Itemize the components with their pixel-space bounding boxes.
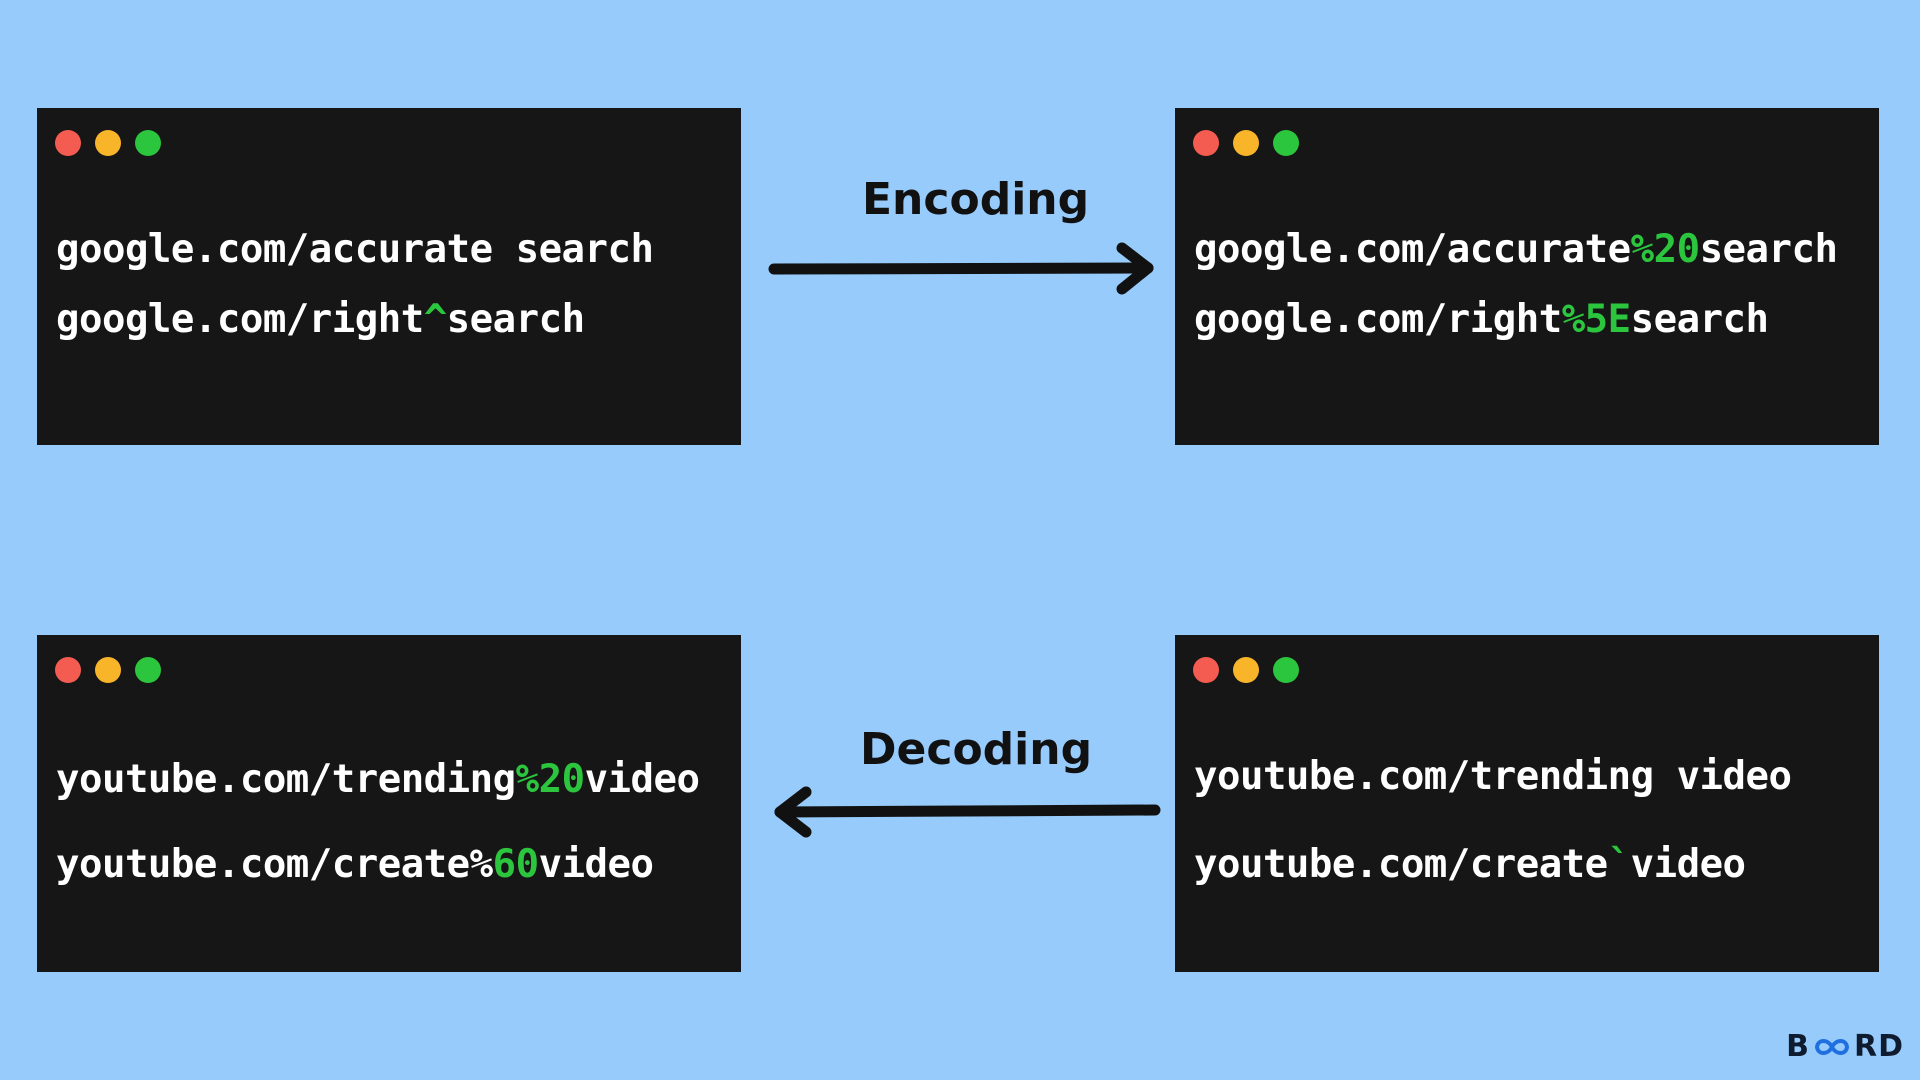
url-line-1: google.com/accurate%20search [1194, 227, 1838, 272]
decoding-label: Decoding [860, 724, 1093, 775]
encoding-arrow-icon [768, 242, 1154, 295]
minimize-dot-icon [1233, 130, 1259, 156]
url-text-segment: youtube.com/create% [56, 842, 493, 887]
window-controls [55, 130, 161, 156]
decoding-arrow-icon [774, 786, 1161, 838]
url-text-segment: video [584, 757, 700, 802]
infinity-loop-icon [1814, 1038, 1850, 1055]
url-text-segment: google.com/right [56, 297, 424, 342]
encoding-label: Encoding [862, 174, 1090, 225]
url-text-segment: youtube.com/trending [56, 757, 516, 802]
logo-text-left: B [1786, 1029, 1810, 1064]
close-dot-icon [55, 657, 81, 683]
url-text-segment: google.com/accurate [1194, 227, 1631, 272]
url-line-1: youtube.com/trending video [1194, 754, 1792, 799]
url-text-segment: search [1630, 297, 1769, 342]
maximize-dot-icon [135, 657, 161, 683]
url-line-2: google.com/right%5Esearch [1194, 300, 1769, 339]
url-line-2: google.com/right^search [56, 300, 585, 339]
maximize-dot-icon [1273, 657, 1299, 683]
maximize-dot-icon [135, 130, 161, 156]
minimize-dot-icon [95, 657, 121, 683]
close-dot-icon [1193, 130, 1219, 156]
close-dot-icon [55, 130, 81, 156]
terminal-encoded-youtube: youtube.com/trending%20video youtube.com… [37, 635, 741, 972]
url-line-1: google.com/accurate search [56, 227, 654, 272]
url-line-2: youtube.com/create`video [1194, 845, 1746, 884]
encoded-char-highlight: %5E [1561, 297, 1631, 342]
encoded-char-highlight: ^ [423, 297, 447, 342]
url-line-2: youtube.com/create%60video [56, 845, 654, 884]
url-text-segment: search [446, 297, 585, 342]
url-text-segment: video [1630, 842, 1746, 887]
url-text-segment: youtube.com/create [1194, 842, 1608, 887]
logo-text-right: RD [1853, 1029, 1904, 1064]
url-line-1: youtube.com/trending%20video [56, 757, 700, 802]
window-controls [1193, 130, 1299, 156]
terminal-decoded-youtube: youtube.com/trending video youtube.com/c… [1175, 635, 1879, 972]
url-text-segment: video [538, 842, 654, 887]
terminal-encoded-google: google.com/accurate%20search google.com/… [1175, 108, 1879, 445]
url-text-segment: google.com/accurate search [56, 227, 654, 272]
window-controls [1193, 657, 1299, 683]
maximize-dot-icon [1273, 130, 1299, 156]
minimize-dot-icon [95, 130, 121, 156]
encoded-char-highlight: ` [1607, 842, 1631, 887]
url-text-segment: youtube.com/trending video [1194, 754, 1792, 799]
close-dot-icon [1193, 657, 1219, 683]
url-text-segment: search [1699, 227, 1838, 272]
terminal-original-google: google.com/accurate search google.com/ri… [37, 108, 741, 445]
board-logo: B RD [1786, 1029, 1904, 1064]
encoded-char-highlight: %20 [515, 757, 585, 802]
url-text-segment: google.com/right [1194, 297, 1562, 342]
minimize-dot-icon [1233, 657, 1259, 683]
encoded-char-highlight: 60 [492, 842, 539, 887]
window-controls [55, 657, 161, 683]
encoded-char-highlight: %20 [1630, 227, 1700, 272]
